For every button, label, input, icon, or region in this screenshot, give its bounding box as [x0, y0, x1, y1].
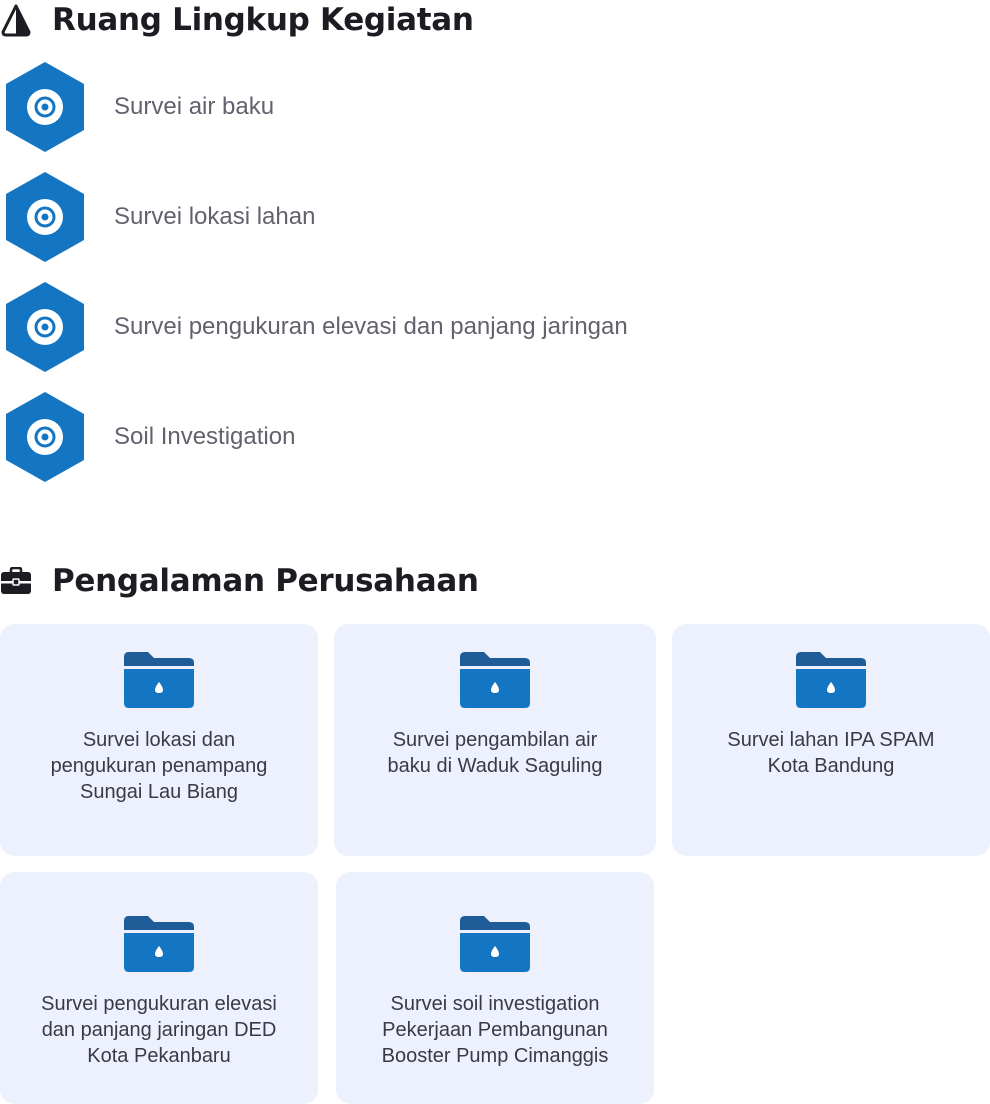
folder-water-drop-icon [796, 652, 866, 708]
scope-item: Survei lokasi lahan [0, 171, 900, 263]
experience-card[interactable]: Survei pengukuran elevasi dan panjang ja… [0, 872, 318, 1104]
experience-card[interactable]: Survei soil investigation Pekerjaan Pemb… [336, 872, 654, 1104]
scope-item: Survei pengukuran elevasi dan panjang ja… [0, 281, 900, 373]
target-hexagon-icon [0, 391, 90, 483]
scope-item-label: Survei lokasi lahan [114, 203, 316, 230]
card-line: Survei lokasi dan [82, 729, 236, 751]
experience-card-text: Survei pengukuran elevasi dan panjang ja… [24, 991, 294, 1069]
scope-item: Survei air baku [0, 61, 900, 153]
card-line: Kota Pekanbaru [87, 1045, 231, 1067]
folder-water-drop-icon [460, 916, 530, 972]
experience-card-text: Survei lokasi dan pengukuran penampang S… [24, 727, 294, 805]
scope-item-label: Soil Investigation [114, 423, 296, 450]
experience-card-text: Survei pengambilan air baku di Waduk Sag… [358, 727, 632, 779]
card-line: Survei soil investigation [390, 993, 600, 1015]
card-line: Pekerjaan Pembangunan [382, 1019, 608, 1041]
scope-section-title: Ruang Lingkup Kegiatan [52, 2, 474, 38]
folder-water-drop-icon [124, 916, 194, 972]
target-hexagon-icon [0, 61, 90, 153]
experience-card-text: Survei soil investigation Pekerjaan Pemb… [360, 991, 630, 1069]
experience-card[interactable]: Survei lahan IPA SPAM Kota Bandung [672, 624, 990, 856]
card-line: Sungai Lau Biang [80, 781, 238, 803]
target-hexagon-icon [0, 171, 90, 263]
experience-card[interactable]: Survei pengambilan air baku di Waduk Sag… [334, 624, 656, 856]
scope-item-label: Survei air baku [114, 93, 275, 120]
experience-section-title: Pengalaman Perusahaan [52, 563, 479, 599]
card-line: Booster Pump Cimanggis [381, 1045, 609, 1067]
card-line: baku di Waduk Saguling [387, 755, 603, 777]
experience-section-header: Pengalaman Perusahaan [0, 561, 479, 601]
experience-card[interactable]: Survei lokasi dan pengukuran penampang S… [0, 624, 318, 856]
card-line: Kota Bandung [767, 755, 895, 777]
card-line: pengukuran penampang [50, 755, 268, 777]
contrast-half-circle-icon [0, 3, 34, 37]
card-line: Survei pengukuran elevasi [41, 993, 277, 1015]
scope-section-header: Ruang Lingkup Kegiatan [0, 0, 474, 40]
target-hexagon-icon [0, 281, 90, 373]
card-line: Survei lahan IPA SPAM [727, 729, 935, 751]
briefcase-icon [0, 564, 34, 598]
card-line: dan panjang jaringan DED [41, 1019, 277, 1041]
folder-water-drop-icon [124, 652, 194, 708]
scope-item-label: Survei pengukuran elevasi dan panjang ja… [114, 313, 628, 340]
card-line: Survei pengambilan air [392, 729, 598, 751]
folder-water-drop-icon [460, 652, 530, 708]
experience-card-text: Survei lahan IPA SPAM Kota Bandung [696, 727, 966, 779]
scope-item: Soil Investigation [0, 391, 900, 483]
